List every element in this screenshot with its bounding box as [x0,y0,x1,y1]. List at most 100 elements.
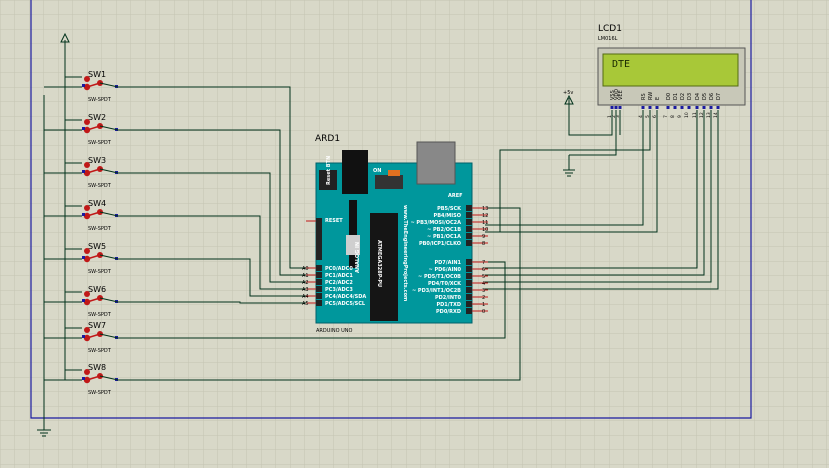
analog-pin-label: PC2/ADC2 [325,280,353,286]
pin-marker [82,299,85,302]
lcd-pin-label: D0 [666,93,672,100]
lcd-pin-number: 8 [670,115,676,118]
switch-type: SW-SPDT [88,226,112,232]
switch-array: SW1SW-SPDTSW2SW-SPDTSW3SW-SPDTSW4SW-SPDT… [44,70,119,396]
switch-ref: SW7 [88,321,106,330]
analog-pin-label: PC3/ADC3 [325,287,353,293]
analog-pin-label: PC5/ADC5/SCL [325,301,366,307]
digital-pin-number: 3 [482,288,485,294]
digital-pin-label: PD1/TXD [436,302,461,308]
dc-jack [342,150,368,194]
analog-pin-tag: A3 [302,287,309,293]
supply-label: +5v [563,90,573,96]
digital-pin-label: ~ PD6/AIN0 [429,267,462,273]
digital-pin-number: 0 [482,309,485,315]
switch-ref: SW5 [88,242,106,251]
lcd-pin-label: D2 [680,93,686,100]
switch-terminal [84,76,90,82]
lcd-text: DTE [612,59,630,70]
digital-pin-label: PB4/MISO [434,213,461,219]
digital-pin-number: 13 [482,206,488,212]
power-rail-left [43,32,70,430]
lcd-pin-label: D7 [716,93,722,100]
lcd-pin-number: 3 [615,115,621,118]
lcd-pin-number: 4 [638,115,644,118]
switch-lever [86,333,101,339]
sheet-frame [30,0,752,419]
brand-text: www.TheEngineeringProjects.com [402,205,408,301]
lcd-pin-label: D1 [673,93,679,100]
lcd-pin-number: 13 [706,112,712,118]
lcd-pin-number: 1 [607,115,613,118]
lcd-screen [602,53,739,87]
usb-port [416,141,456,185]
lcd-ref: LCD1 [598,24,622,34]
digital-pin-number: 10 [482,227,488,233]
ground-symbol-left [37,429,51,437]
switch-ref: SW4 [88,199,106,208]
switch-type: SW-SPDT [88,97,112,103]
digital-pin-label: PB0/ICP1/CLKO [419,241,461,247]
pin-marker [82,170,85,173]
aref-label: AREF [448,193,463,199]
switch-terminal [84,119,90,125]
arduino-ref: ARD1 [315,134,340,144]
lcd-pin-number: 12 [699,112,705,118]
switch-terminal [84,369,90,375]
pin-marker [82,335,85,338]
arduino-uno-board[interactable]: ARD1 Reset BTN ON ATMEGA328P-PU www.TheE… [302,134,488,334]
switch-terminal [84,327,90,333]
lcd-pin-number: 5 [645,115,651,118]
digital-pin-number: 1 [482,302,485,308]
switch-ref: SW3 [88,156,106,165]
lcd-pin-label: E [655,97,661,100]
switch-ref: SW8 [88,363,106,372]
lcd-pin-number: 14 [713,112,719,118]
analog-pin-label: PC1/ADC1 [325,273,353,279]
digital-pin-label: ~ PD3/INT1/OC2B [412,288,461,294]
lcd-pin-number: 2 [611,115,617,118]
switch-type: SW-SPDT [88,390,112,396]
lcd-pin-label: D6 [709,93,715,100]
lcd-wires [485,110,719,290]
analog-pin-tag: A4 [302,294,309,300]
digital-pin-number: 5 [482,274,485,280]
chip-label: ATMEGA328P-PU [376,240,382,287]
digital-pin-label: ~ PB3/MOSI/OC2A [411,220,462,226]
switch-type: SW-SPDT [88,312,112,318]
reset-label: RESET [325,218,343,224]
crystal [346,235,360,255]
analog-pin-label: PC4/ADC4/SDA [325,294,366,300]
switch-terminal [84,205,90,211]
board-label: ARDUINO UNO [316,328,353,334]
lcd-pin-label: RS [641,93,647,100]
lcd-display[interactable]: LCD1 LM016L DTE VSS1VDD2VEE3RS4RW5E6D07D… [597,24,746,118]
switch-ref: SW6 [88,285,106,294]
analog-pin-tag: A5 [302,301,309,307]
switch-terminal [84,291,90,297]
switch-lever [86,254,101,260]
lcd-pin-label: RW [648,92,654,100]
digital-pin-label: ~ PB1/OC1A [427,234,461,240]
lcd-pin-label: VEE [618,90,624,100]
switch-lever [86,82,101,88]
reset-button-label: Reset BTN [326,156,332,185]
digital-pin-number: 7 [482,260,485,266]
digital-pin-number: 6 [482,267,485,273]
analog-pin-label: PC0/ADC0 [325,266,353,272]
analog-label: ANALOG IN [355,242,361,273]
digital-pin-number: 4 [482,281,485,287]
digital-pin-label: ~ PD5/T1/OC0B [418,274,461,280]
lcd-pin-label: D5 [702,93,708,100]
pin-marker [82,377,85,380]
